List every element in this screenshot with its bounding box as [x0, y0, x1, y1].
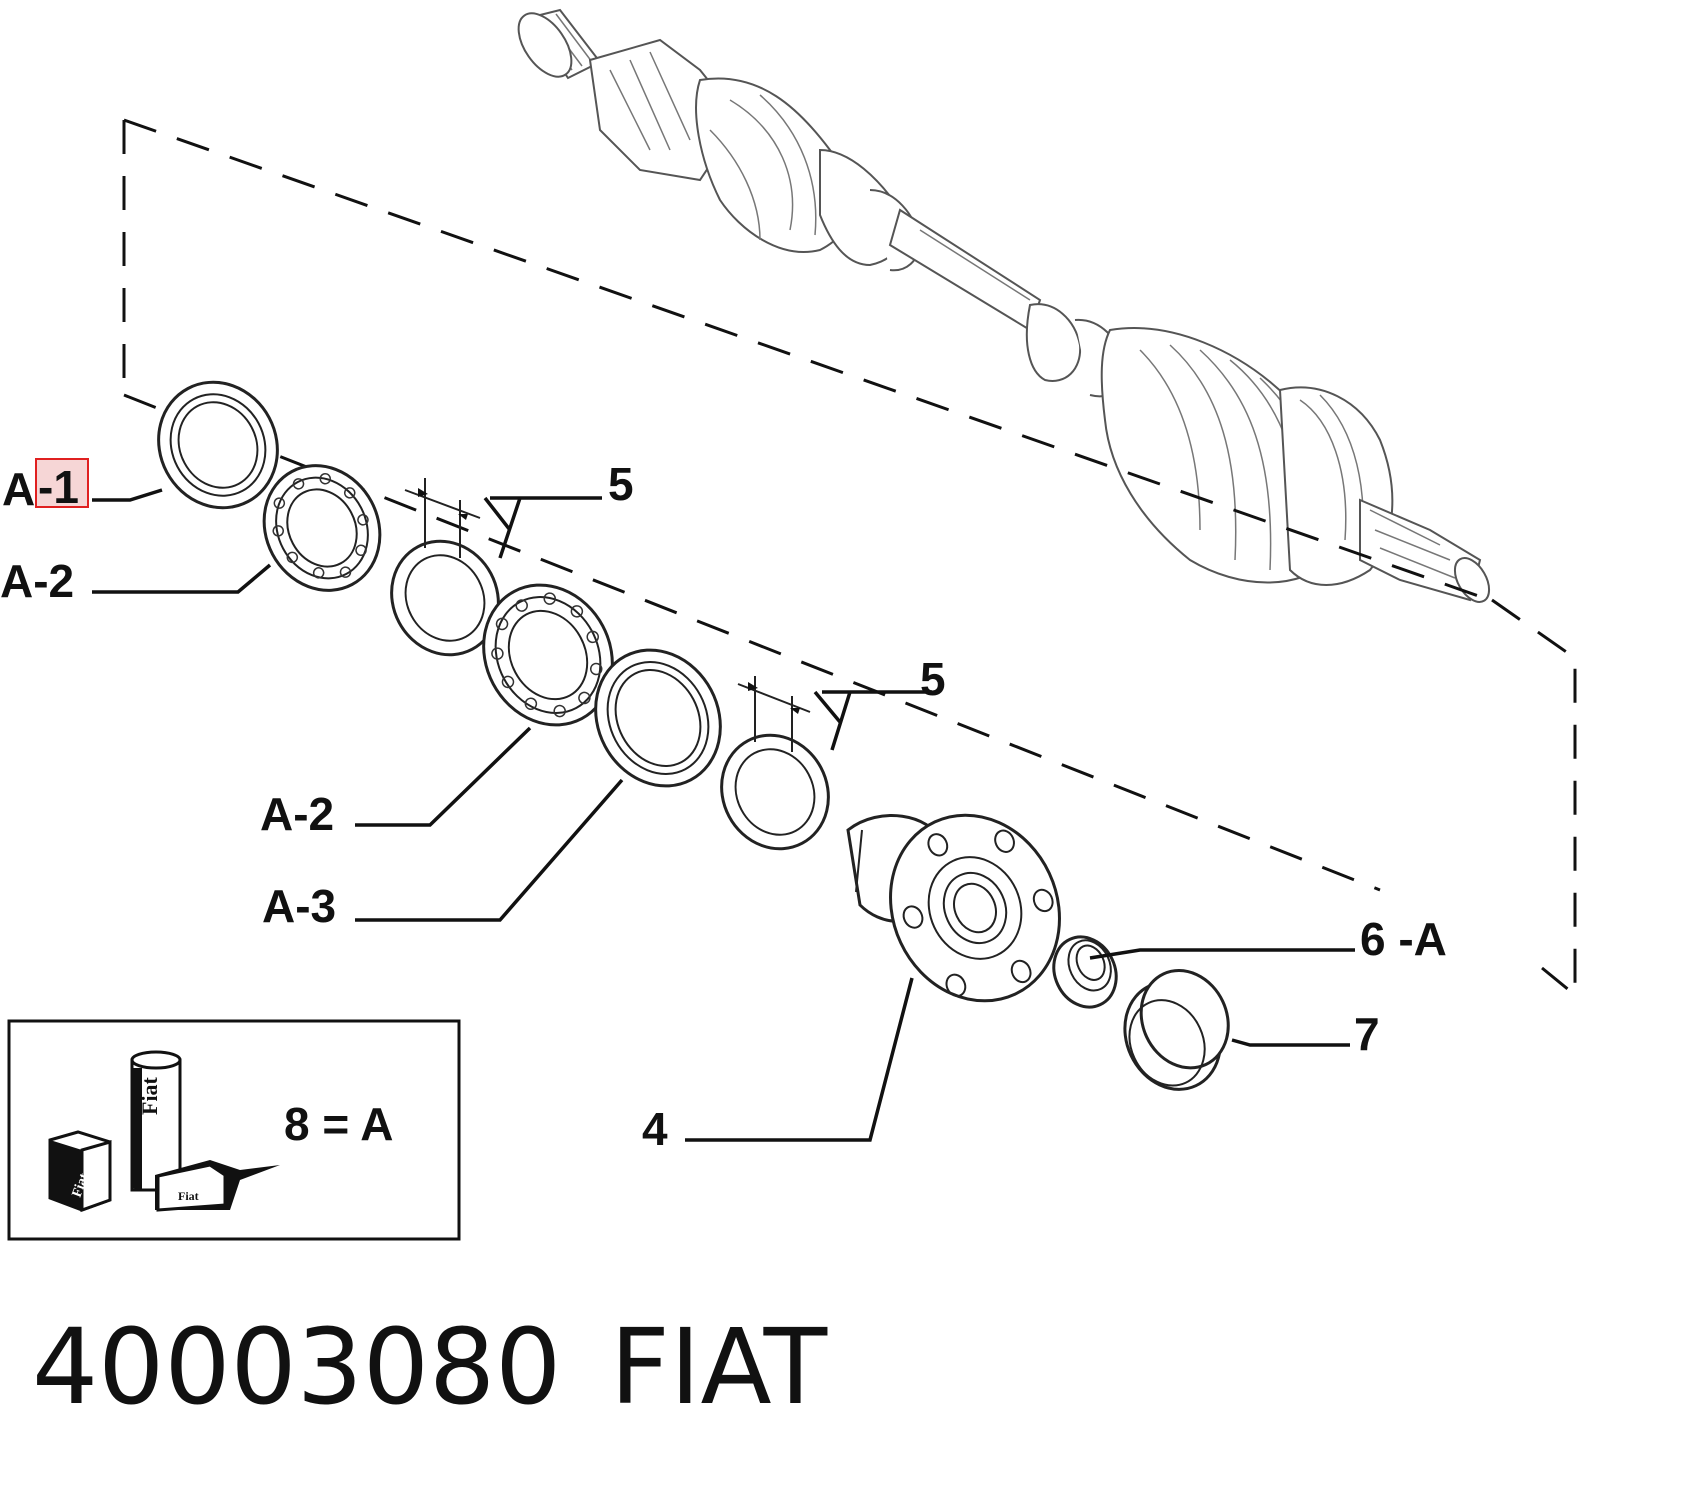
callout-a2-top: A-2 [0, 555, 74, 607]
hub-nut-part [1052, 935, 1118, 1009]
seal-ring-part [157, 380, 279, 510]
footer: 40003080 FIAT [32, 1306, 828, 1428]
callout-a2-mid: A-2 [260, 788, 334, 840]
callout-a1-number: -1 [38, 461, 79, 513]
wheel-hub-part [846, 813, 1061, 1003]
box-right-brand-label: Fiat [178, 1189, 199, 1203]
highlight-box [35, 458, 89, 508]
legend-box: Fiat Fiat Fiat 8 = A [7, 1019, 461, 1241]
lubricant-products-icon: Fiat Fiat Fiat [48, 1050, 280, 1213]
legend-equation: 8 = A [284, 1098, 394, 1150]
callout-five-top: 5 [608, 458, 634, 510]
callout-a3: A-3 [262, 880, 336, 932]
drive-shaft [517, 8, 1491, 603]
dust-cap-part [1123, 969, 1230, 1091]
bearing-race-upper-part [390, 478, 500, 657]
brand-name: FIAT [610, 1306, 828, 1428]
leader-lines [92, 488, 1355, 1142]
bearing-middle-part [482, 583, 614, 727]
callout-a1-prefix: A [2, 463, 35, 515]
callouts: A -1 A-2 5 5 A-2 A-3 6 -A 7 4 [0, 458, 1447, 1155]
seal-a3-part [594, 648, 722, 788]
tube-brand-label: Fiat [137, 1076, 162, 1115]
callout-five-mid: 5 [920, 653, 946, 705]
bearing-upper-part [262, 464, 382, 592]
callout-four: 4 [642, 1103, 668, 1155]
callout-six-a: 6 -A [1360, 913, 1447, 965]
bearing-race-lower-part [720, 676, 830, 851]
callout-seven: 7 [1354, 1008, 1380, 1060]
part-number: 40003080 [32, 1306, 561, 1428]
